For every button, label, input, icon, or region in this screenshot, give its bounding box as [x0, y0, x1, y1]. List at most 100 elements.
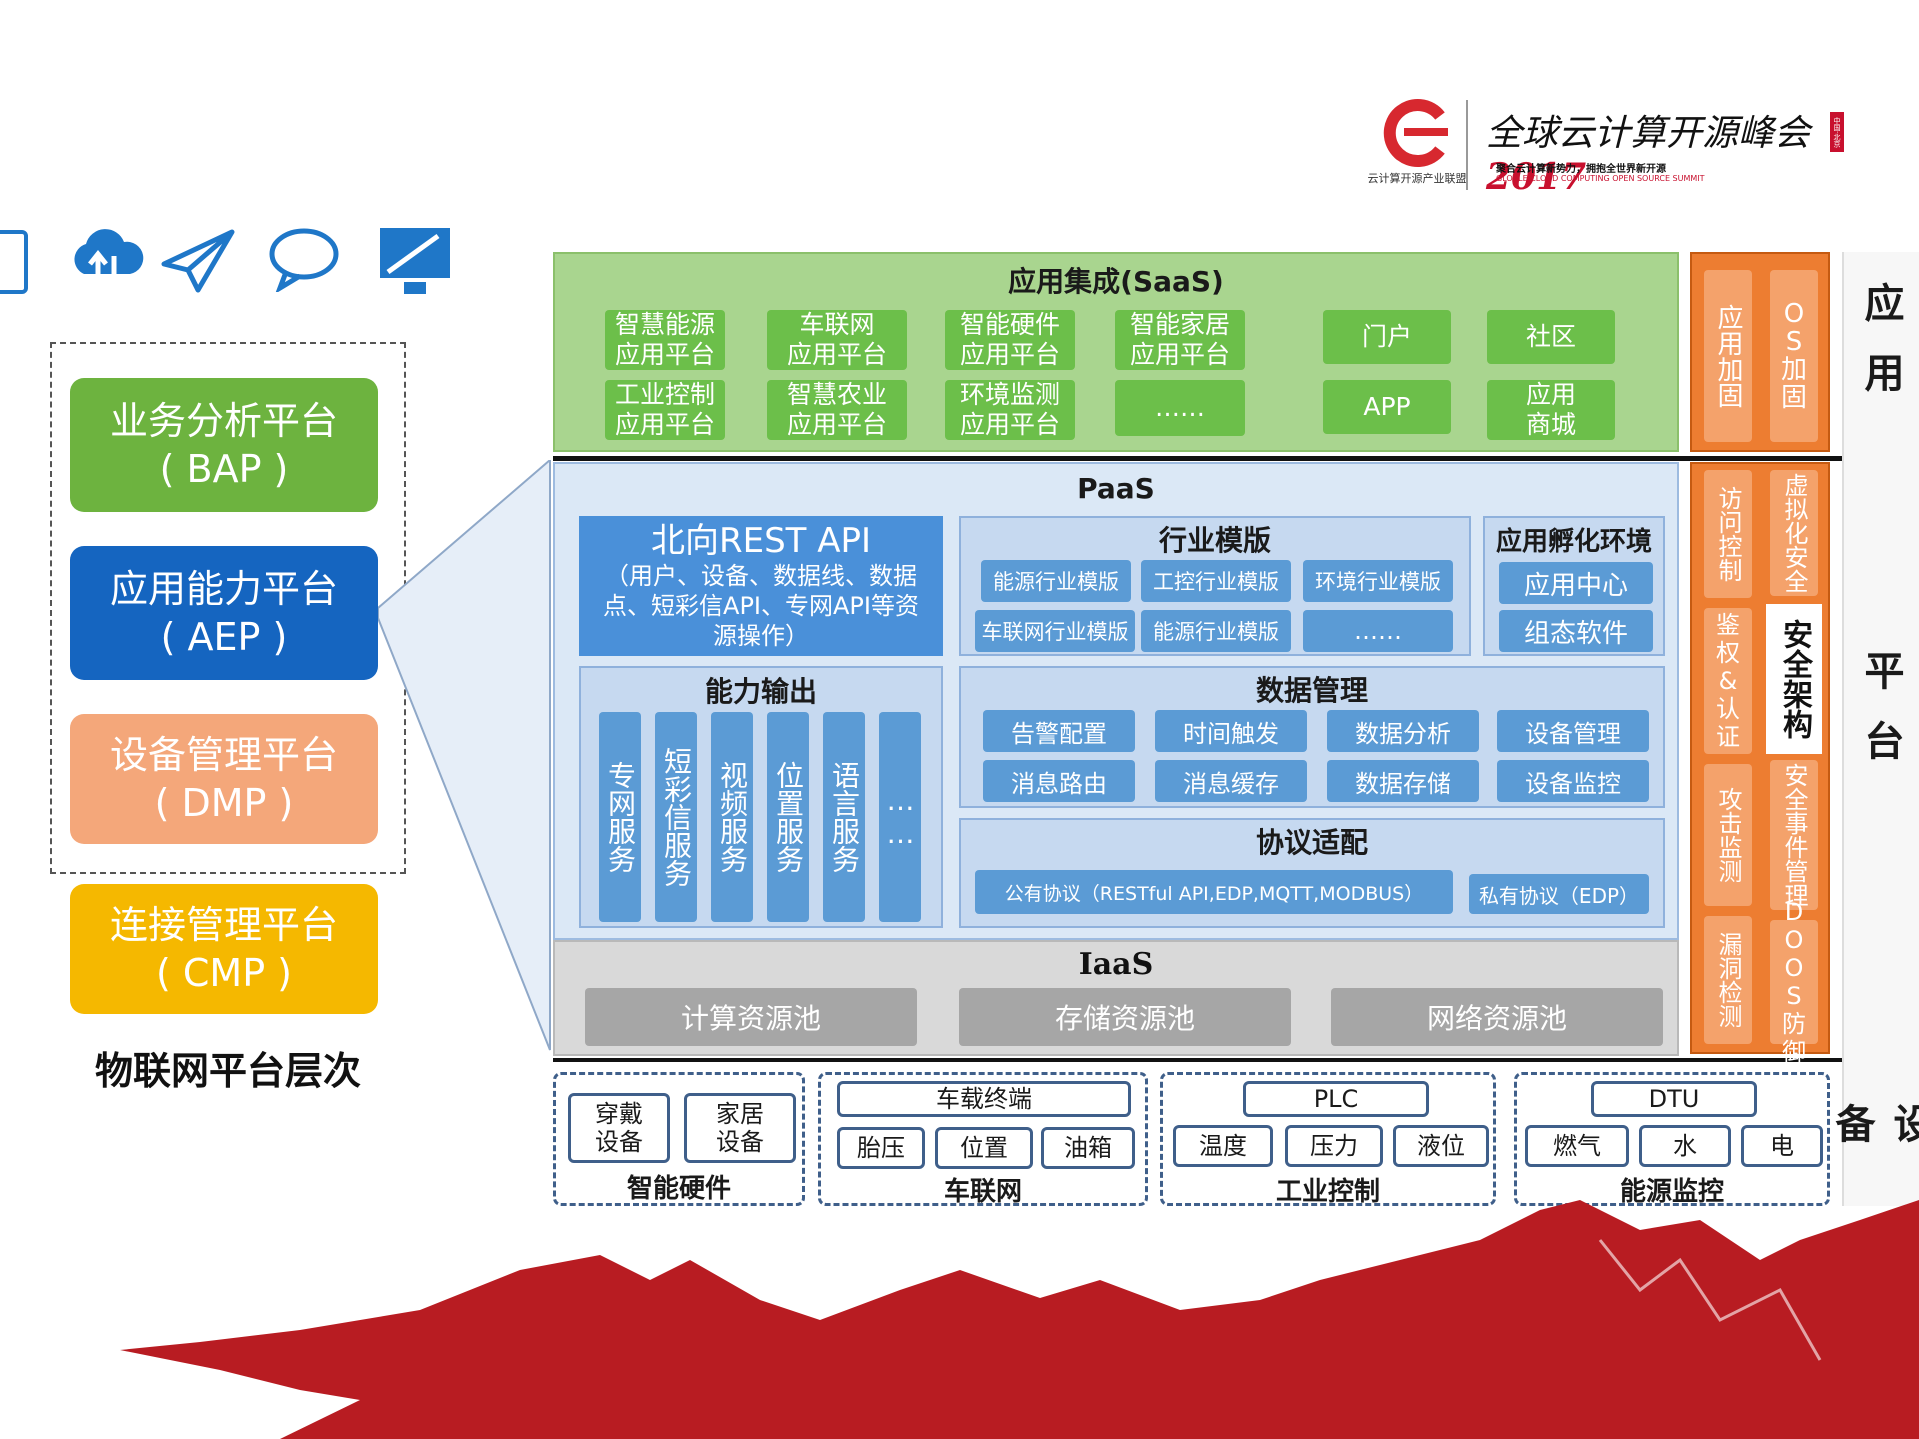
- security-event-mgmt: 安全事件管理: [1770, 760, 1818, 910]
- data-item-message-cache: 消息缓存: [1155, 760, 1307, 802]
- data-item-alarm-config: 告警配置: [983, 710, 1135, 752]
- device-temperature: 温度: [1173, 1125, 1273, 1167]
- iaas-layer: IaaS 计算资源池 存储资源池 网络资源池: [553, 940, 1679, 1056]
- data-item-device-monitor: 设备监控: [1497, 760, 1649, 802]
- protocol-title: 协议适配: [1255, 826, 1368, 859]
- capability-sms-mms: 短彩信服务: [655, 712, 697, 922]
- alliance-caption: 云计算开源产业联盟: [1367, 172, 1467, 185]
- platform-bap: 业务分析平台 ( BAP ): [70, 378, 378, 512]
- data-item-message-routing: 消息路由: [983, 760, 1135, 802]
- data-item-data-storage: 数据存储: [1327, 760, 1479, 802]
- device-fuel-tank: 油箱: [1041, 1127, 1135, 1169]
- security-event-mgmt-label: 安全事件管理: [1780, 763, 1808, 907]
- platform-dmp: 设备管理平台 ( DMP ): [70, 714, 378, 844]
- capability-language: 语言服务: [823, 712, 865, 922]
- rest-api-box: 北向REST API （用户、设备、数据线、数据点、短彩信API、专网API等资…: [579, 516, 943, 656]
- mountain-decoration: [120, 1200, 1919, 1439]
- security-access-control: 访问控制: [1704, 470, 1752, 598]
- security-virtualization: 虚拟化安全: [1770, 470, 1818, 596]
- side-label-device: 设备: [1828, 1103, 1919, 1173]
- platform-bap-name: 业务分析平台: [109, 399, 338, 443]
- incubation-config-software: 组态软件: [1499, 610, 1653, 652]
- device-home: 家居 设备: [684, 1093, 796, 1163]
- industry-item-environment: 环境行业模版: [1303, 560, 1453, 602]
- security-vuln-detect-label: 漏洞检测: [1714, 932, 1742, 1028]
- side-label-platform: 平台: [1857, 650, 1904, 790]
- device-group-smart-hardware-title: 智能硬件: [626, 1173, 731, 1204]
- layer-divider: [553, 456, 1919, 461]
- protocol-box: 协议适配 公有协议（RESTful API,EDP,MQTT,MODBUS） 私…: [959, 818, 1665, 928]
- industry-item-industrial: 工控行业模版: [1141, 560, 1291, 602]
- data-item-data-analysis: 数据分析: [1327, 710, 1479, 752]
- industry-item-iov: 车联网行业模版: [975, 610, 1135, 652]
- cloud-sync-icon: [74, 229, 144, 299]
- incubation-title: 应用孵化环境: [1495, 526, 1652, 557]
- incubation-box: 应用孵化环境 应用中心 组态软件: [1483, 516, 1665, 656]
- rest-api-title: 北向REST API: [650, 521, 872, 561]
- security-auth: 鉴权&认证: [1704, 608, 1752, 754]
- summit-year: 2017: [1486, 156, 1587, 198]
- capability-private-network: 专网服务: [599, 712, 641, 922]
- device-wearable: 穿戴 设备: [568, 1093, 670, 1163]
- saas-item-smart-hardware: 智能硬件 应用平台: [945, 310, 1075, 370]
- tablet-icon: [0, 230, 28, 294]
- iaas-compute-pool: 计算资源池: [585, 988, 917, 1046]
- security-access-control-label: 访问控制: [1714, 486, 1742, 582]
- platform-dmp-abbr: ( DMP ): [154, 781, 294, 825]
- device-location: 位置: [935, 1127, 1033, 1169]
- saas-item-industrial-control: 工业控制 应用平台: [605, 380, 725, 440]
- platform-aep-abbr: ( AEP ): [160, 615, 288, 659]
- security-app-hardening-label: 应用加固: [1713, 304, 1743, 408]
- platform-aep: 应用能力平台 ( AEP ): [70, 546, 378, 680]
- device-gas: 燃气: [1525, 1125, 1629, 1167]
- security-os-hardening-label: OS加固: [1780, 299, 1807, 413]
- summit-title-text: 全球云计算开源峰会: [1486, 113, 1811, 154]
- capability-title: 能力输出: [704, 675, 817, 708]
- security-virtualization-label: 虚拟化安全: [1780, 473, 1808, 593]
- saas-item-smart-home: 智能家居 应用平台: [1115, 310, 1245, 370]
- platform-cmp-abbr: ( CMP ): [155, 951, 293, 995]
- device-group-iov-title: 车联网: [943, 1176, 1022, 1207]
- data-item-device-mgmt: 设备管理: [1497, 710, 1649, 752]
- saas-item-smart-energy: 智慧能源 应用平台: [605, 310, 725, 370]
- protocol-public: 公有协议（RESTful API,EDP,MQTT,MODBUS）: [975, 870, 1453, 914]
- saas-item-app-store: 应用 商城: [1487, 380, 1615, 440]
- iaas-title: IaaS: [1078, 946, 1154, 982]
- platform-cmp: 连接管理平台 ( CMP ): [70, 884, 378, 1014]
- alliance-logo: 云计算开源产业联盟: [1352, 98, 1482, 190]
- security-ddos: DOOS防御: [1770, 898, 1818, 1066]
- summit-title: 全球云计算开源峰会2017: [1486, 104, 1846, 198]
- device-liquid-level: 液位: [1393, 1125, 1489, 1167]
- security-os-hardening: OS加固: [1770, 270, 1818, 442]
- capability-more: ……: [879, 712, 921, 922]
- iaas-network-pool: 网络资源池: [1331, 988, 1663, 1046]
- saas-item-smart-agriculture: 智慧农业 应用平台: [767, 380, 907, 440]
- saas-item-app: APP: [1323, 380, 1451, 434]
- protocol-private: 私有协议（EDP）: [1469, 874, 1649, 914]
- security-vuln-detect: 漏洞检测: [1704, 916, 1752, 1044]
- device-group-iov: 车载终端 胎压 位置 油箱 车联网: [818, 1072, 1148, 1207]
- data-item-time-trigger: 时间触发: [1155, 710, 1307, 752]
- device-group-energy: DTU 燃气 水 电 能源监控: [1514, 1072, 1830, 1207]
- saas-layer: 应用集成(SaaS) 智慧能源 应用平台 车联网 应用平台 智能硬件 应用平台 …: [553, 252, 1679, 452]
- security-auth-label: 鉴权&认证: [1716, 611, 1740, 751]
- platform-cmp-name: 连接管理平台: [109, 903, 338, 947]
- security-ddos-label: DOOS防御: [1782, 898, 1806, 1066]
- industry-title: 行业模版: [1158, 524, 1271, 557]
- capability-location: 位置服务: [767, 712, 809, 922]
- monitor-icon: [380, 228, 450, 294]
- paper-plane-icon: [161, 229, 235, 293]
- zoom-wedge: [378, 460, 551, 1051]
- saas-title: 应用集成(SaaS): [1008, 265, 1224, 298]
- alliance-logo-icon: [1383, 99, 1448, 167]
- data-management-box: 数据管理 告警配置 时间触发 数据分析 设备管理 消息路由 消息缓存 数据存储 …: [959, 666, 1665, 808]
- capability-box: 能力输出 专网服务 短彩信服务 视频服务 位置服务 语言服务 ……: [579, 666, 943, 928]
- device-electricity: 电: [1741, 1125, 1823, 1167]
- device-pressure: 压力: [1285, 1125, 1383, 1167]
- rest-api-desc: （用户、设备、数据线、数据点、短彩信API、专网API等资源操作）: [603, 562, 919, 650]
- saas-item-iov: 车联网 应用平台: [767, 310, 907, 370]
- security-architecture-label: 安全架构: [1777, 619, 1812, 739]
- device-group-industrial-title: 工业控制: [1275, 1176, 1380, 1207]
- summit-english: GLOBLE CLOUD COMPUTING OPEN SOURCE SUMMI…: [1496, 174, 1705, 183]
- summit-tagline: 聚合云计算新势力，拥抱全世界新开源: [1496, 164, 1666, 175]
